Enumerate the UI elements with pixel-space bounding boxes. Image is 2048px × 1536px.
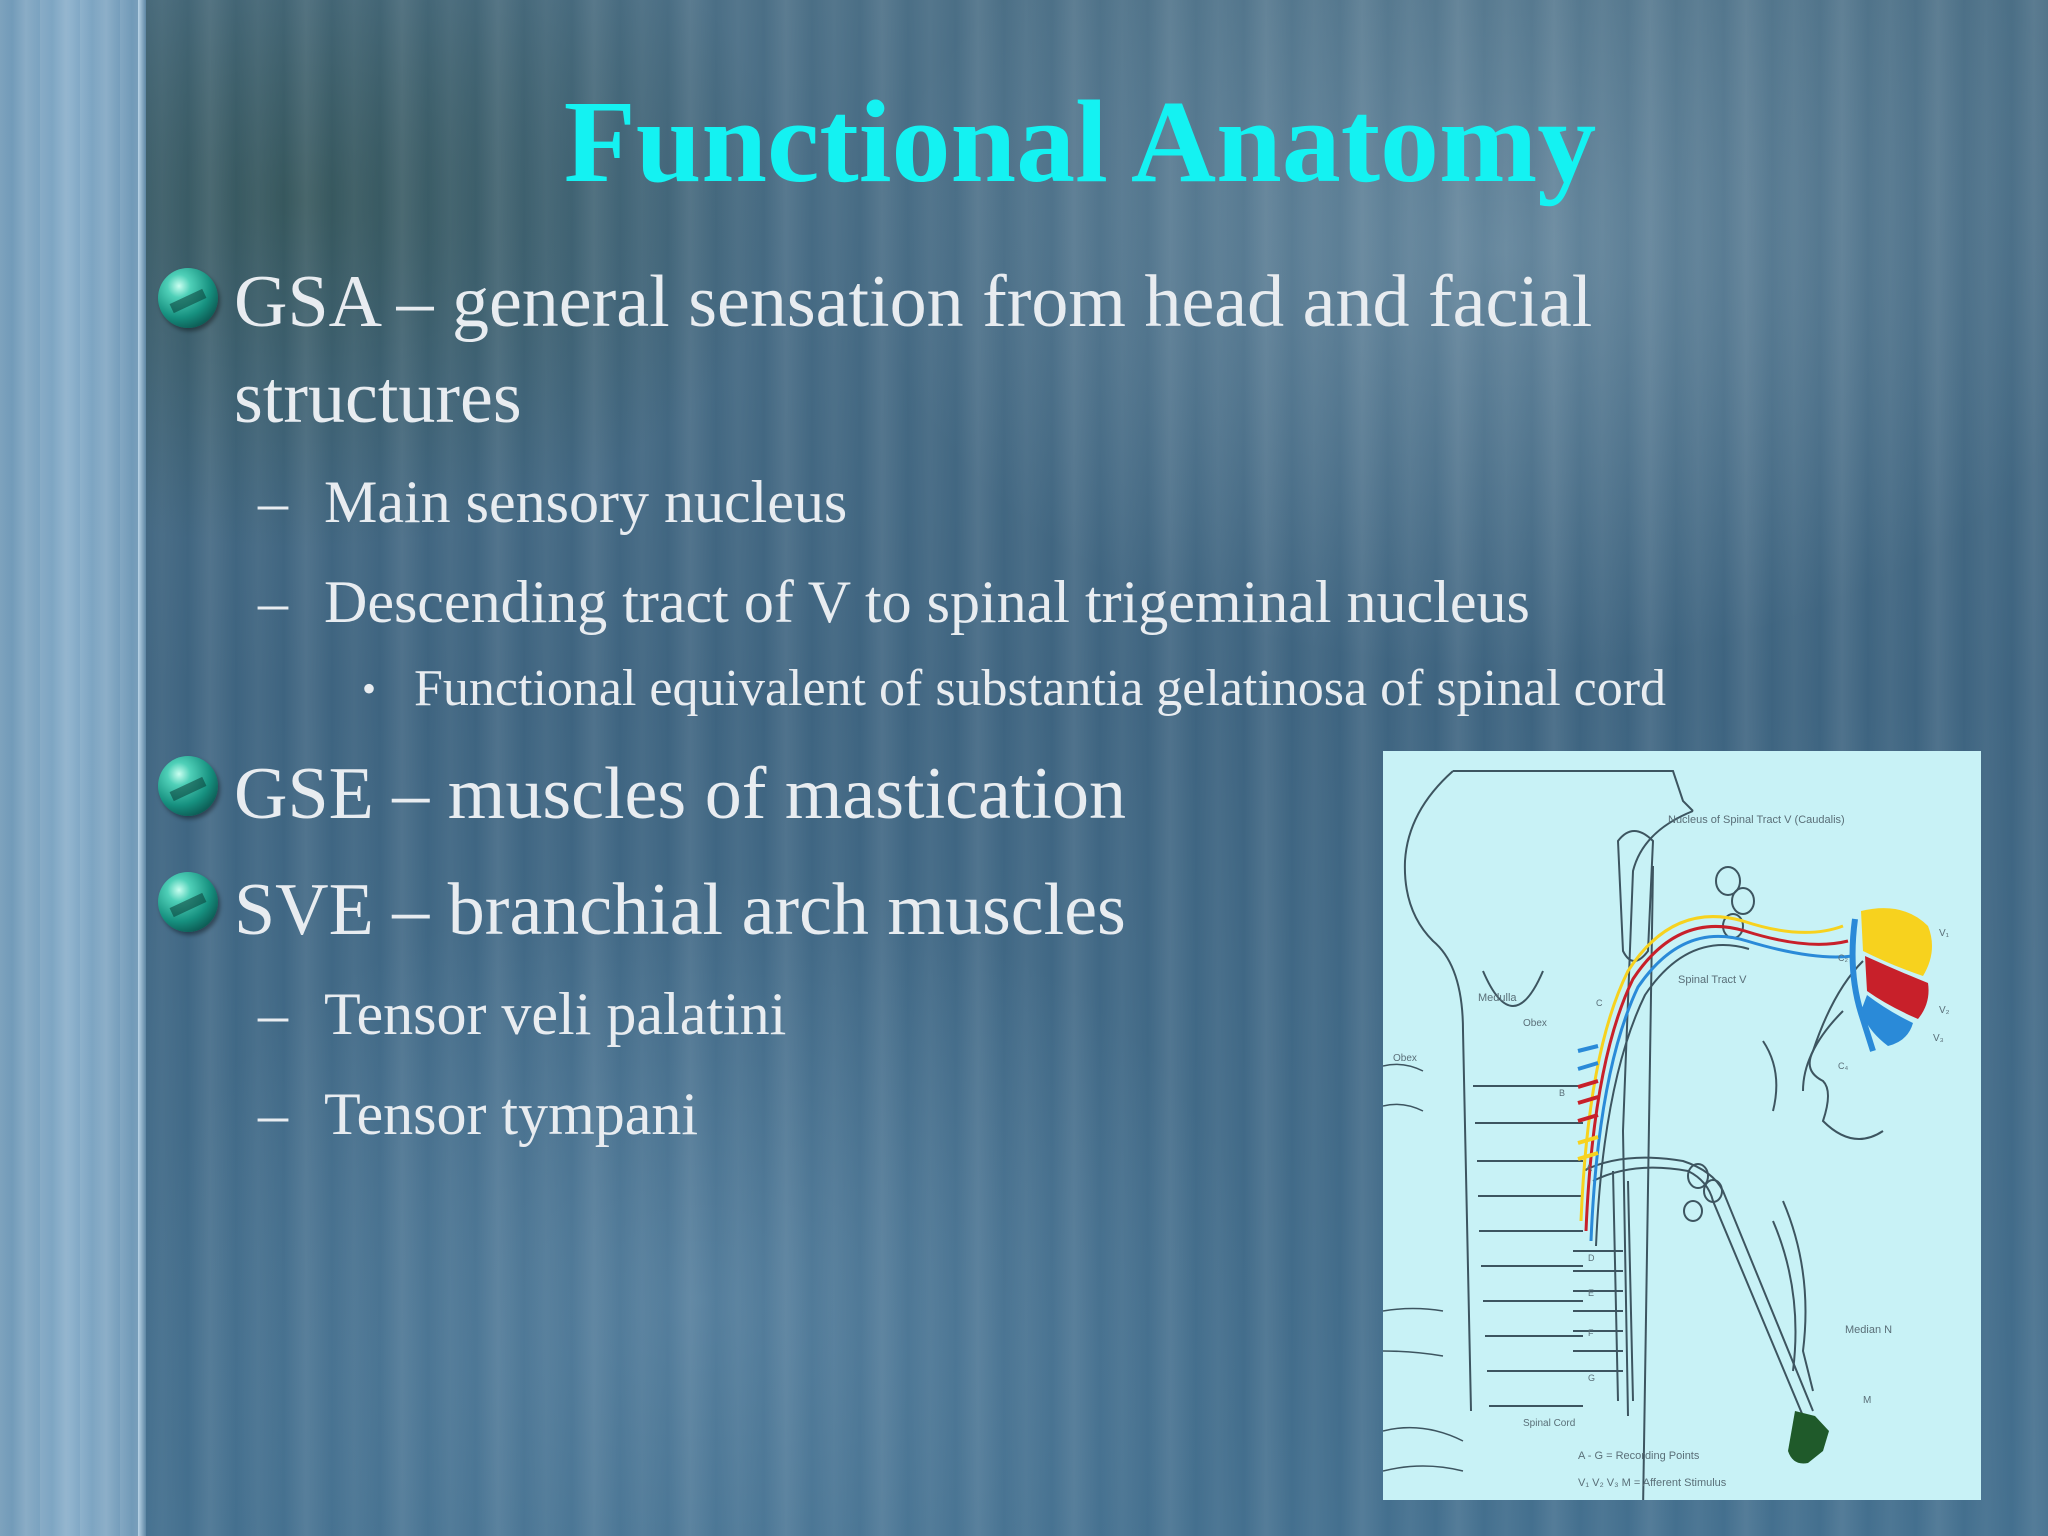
label-legend-stimulus: V₁ V₂ V₃ M = Afferent Stimulus (1578, 1477, 1727, 1489)
label-spinal-tract: Spinal Tract V (1678, 974, 1747, 986)
face-region-v1 (1861, 908, 1932, 976)
bullet-sve: SVE – branchial arch muscles (234, 869, 1126, 951)
bullet-icon (158, 872, 218, 932)
trigeminal-pathway-figure: Nucleus of Spinal Tract V (Caudalis) Spi… (1383, 751, 1981, 1500)
fiber-yellow (1579, 915, 1844, 1222)
dash-marker: – (258, 981, 288, 1047)
hand-icon (1788, 1411, 1829, 1464)
sub-descending-tract: Descending tract of V to spinal trigemin… (324, 569, 1530, 635)
label-legend-recording: A - G = Recording Points (1578, 1450, 1700, 1462)
sub-main-sensory-nucleus: Main sensory nucleus (324, 469, 848, 535)
face-outline (1808, 960, 1884, 1140)
pathway-diagram: Nucleus of Spinal Tract V (Caudalis) Spi… (1383, 770, 1950, 1500)
bullet-gsa: GSA – general sensation from head and fa… (234, 261, 1593, 343)
label-point-d: D (1588, 1253, 1595, 1263)
face-region-v2 (1865, 956, 1929, 1019)
dash-marker: – (258, 1081, 288, 1147)
bullet-icon (158, 268, 218, 328)
label-medulla: Medulla (1478, 992, 1517, 1004)
label-v1: V₁ (1939, 928, 1950, 939)
brainstem-right-wall (1621, 810, 1694, 1417)
subsub-functional-equivalent: Functional equivalent of substantia gela… (414, 660, 1667, 717)
bullet-gse: GSE – muscles of mastication (234, 753, 1126, 835)
brainstem-left-wall (1403, 770, 1472, 1412)
dot-marker: • (362, 666, 377, 711)
face-region-v3 (1861, 995, 1913, 1046)
label-obex: Obex (1523, 1018, 1547, 1029)
brainstem-outline (1453, 770, 1694, 812)
label-spinal-cord: Spinal Cord (1523, 1418, 1575, 1429)
arm-outline (1772, 1200, 1814, 1392)
label-point-b: B (1559, 1088, 1565, 1098)
nucleus-oval (1616, 830, 1655, 962)
sub-tensor-veli-palatini: Tensor veli palatini (324, 981, 787, 1047)
label-c2: C₂ (1838, 953, 1848, 963)
label-point-c: C (1596, 998, 1603, 1008)
label-m: M (1863, 1395, 1871, 1406)
label-point-a: A (1586, 1163, 1592, 1173)
bullet-gsa-continuation: structures (234, 357, 522, 439)
label-v3: V₃ (1933, 1033, 1944, 1044)
fiber-blue (1589, 934, 1854, 1242)
left-decor-strip (0, 0, 142, 1536)
sub-tensor-tympani: Tensor tympani (324, 1081, 699, 1147)
fiber-red (1584, 925, 1849, 1232)
label-obex-left: Obex (1393, 1053, 1417, 1064)
label-point-f: F (1588, 1328, 1594, 1338)
label-v2: V₂ (1939, 1005, 1950, 1016)
dash-marker: – (258, 569, 288, 635)
bullet-icon (158, 756, 218, 816)
label-c4: C₄ (1838, 1061, 1848, 1071)
dash-marker: – (258, 469, 288, 535)
slide-title: Functional Anatomy (563, 76, 1597, 207)
label-point-e: E (1588, 1288, 1594, 1298)
left-decor-line (138, 0, 146, 1536)
label-median: Median N (1845, 1324, 1892, 1336)
label-nucleus: Nucleus of Spinal Tract V (Caudalis) (1668, 814, 1845, 826)
obex-notch (1482, 970, 1544, 1007)
label-point-g: G (1588, 1373, 1595, 1383)
